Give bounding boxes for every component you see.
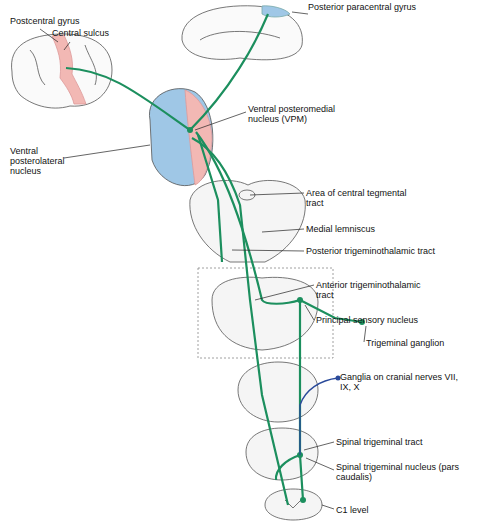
structure-label: Posterior trigeminothalamic tract: [306, 246, 435, 256]
structure-label: Postcentral gyrus: [10, 16, 80, 26]
structure-label: Spinal trigeminal tract: [336, 437, 423, 447]
structure-label: Central sulcus: [52, 28, 109, 38]
structure-label: Ganglia on cranial nerves VII, IX, X: [340, 372, 468, 392]
structure-label: Trigeminal ganglion: [366, 338, 444, 348]
structure-label: Area of central tegmental tract: [306, 188, 416, 208]
structure-label: Principal sensory nucleus: [316, 315, 418, 325]
structure-label: Ventral posterolateral nucleus: [10, 146, 66, 176]
structure-label: C1 level: [336, 505, 369, 515]
structure-label: Anterior trigeminothalamic tract: [316, 280, 426, 300]
structure-label: Posterior paracentral gyrus: [308, 2, 416, 12]
structure-label: Spinal trigeminal nucleus (pars caudalis…: [336, 462, 464, 482]
structure-label: Medial lemniscus: [306, 224, 375, 234]
structure-label: Ventral posteromedial nucleus (VPM): [248, 104, 368, 124]
